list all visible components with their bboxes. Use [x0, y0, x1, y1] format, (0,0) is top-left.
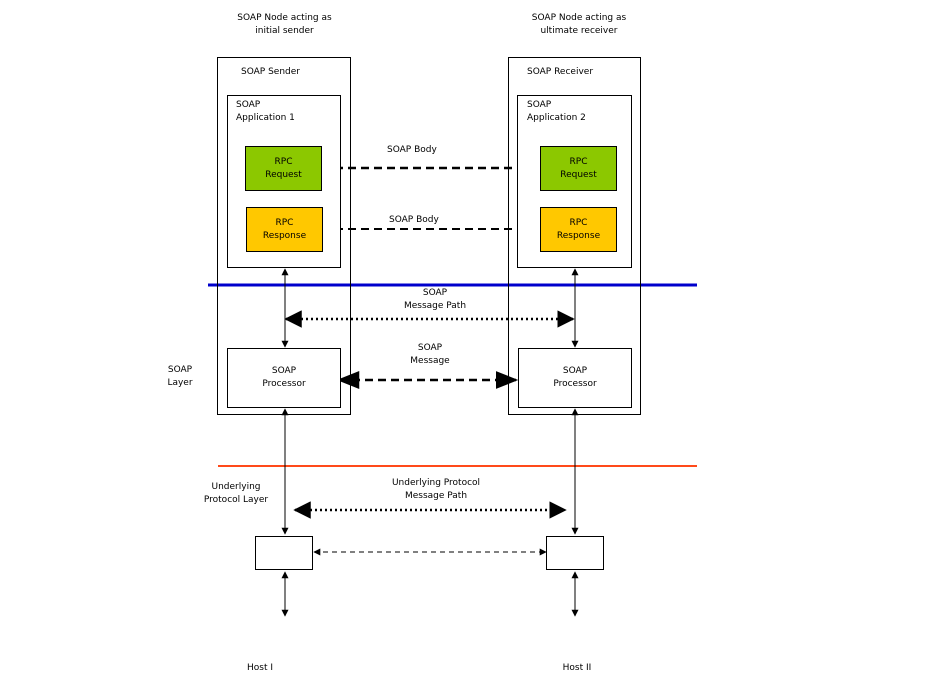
soap-sender-node — [217, 57, 351, 415]
protocol-layer-line-2: Protocol Layer — [203, 495, 269, 505]
rpc-response-receiver: RPC Response — [540, 207, 617, 252]
host-2-label: Host II — [562, 663, 592, 673]
soap-processor-receiver — [518, 348, 632, 408]
rpc-request-receiver-line-2: Request — [560, 169, 597, 180]
soap-layer-label: SOAP Layer — [160, 364, 200, 390]
rpc-request-sender-line-1: RPC — [274, 156, 293, 167]
host-1-box — [255, 536, 313, 570]
app1-line-1: SOAP — [236, 100, 261, 110]
soap-body-label-request: SOAP Body — [387, 145, 437, 155]
host-1-label: Host I — [246, 663, 273, 673]
soap-application-1-label: SOAP Application 1 — [236, 99, 295, 125]
message-path-line-1: SOAP — [422, 288, 448, 298]
receiver-caption-line-1: SOAP Node acting as — [531, 13, 627, 23]
host-2-box — [546, 536, 604, 570]
soap-message-label: SOAP Message — [390, 342, 470, 368]
rpc-response-sender: RPC Response — [246, 207, 323, 252]
app2-line-2: Application 2 — [527, 113, 586, 123]
protocol-layer-label: Underlying Protocol Layer — [188, 481, 284, 507]
soap-processor-sender — [227, 348, 341, 408]
rpc-request-receiver-line-1: RPC — [569, 156, 588, 167]
message-path-line-2: Message Path — [403, 301, 467, 311]
message-line-1: SOAP — [417, 343, 443, 353]
soap-application-2-label: SOAP Application 2 — [527, 99, 586, 125]
soap-sender-title: SOAP Sender — [241, 67, 300, 77]
soap-layer-line-2: Layer — [167, 378, 193, 388]
app2-line-1: SOAP — [527, 100, 552, 110]
rpc-request-receiver: RPC Request — [540, 146, 617, 191]
receiver-caption-line-2: ultimate receiver — [540, 26, 618, 36]
app1-line-2: Application 1 — [236, 113, 295, 123]
rpc-request-sender-line-2: Request — [265, 169, 302, 180]
soap-layer-line-1: SOAP — [167, 365, 193, 375]
processor-sender-line-2: Processor — [262, 379, 306, 389]
processor-sender-line-1: SOAP — [271, 366, 297, 376]
protocol-message-path-label: Underlying Protocol Message Path — [370, 477, 502, 503]
soap-message-path-label: SOAP Message Path — [380, 287, 490, 313]
protocol-layer-line-1: Underlying — [211, 482, 261, 492]
soap-receiver-title: SOAP Receiver — [527, 67, 594, 77]
sender-caption: SOAP Node acting as initial sender — [218, 12, 351, 38]
sender-caption-line-1: SOAP Node acting as — [237, 13, 332, 23]
receiver-caption: SOAP Node acting as ultimate receiver — [508, 12, 650, 38]
rpc-response-receiver-line-1: RPC — [569, 217, 588, 228]
rpc-response-sender-line-1: RPC — [275, 217, 294, 228]
message-line-2: Message — [410, 356, 450, 366]
soap-processor-receiver-label: SOAP Processor — [518, 365, 632, 391]
rpc-request-sender: RPC Request — [245, 146, 322, 191]
sender-caption-line-2: initial sender — [255, 26, 314, 36]
processor-receiver-line-1: SOAP — [562, 366, 588, 376]
protocol-path-line-2: Message Path — [404, 491, 468, 501]
rpc-response-sender-line-2: Response — [262, 230, 307, 241]
rpc-response-receiver-line-2: Response — [556, 230, 601, 241]
protocol-path-line-1: Underlying Protocol — [391, 478, 481, 488]
soap-processor-sender-label: SOAP Processor — [227, 365, 341, 391]
soap-receiver-node — [508, 57, 641, 415]
soap-body-label-response: SOAP Body — [389, 215, 439, 225]
processor-receiver-line-2: Processor — [553, 379, 597, 389]
